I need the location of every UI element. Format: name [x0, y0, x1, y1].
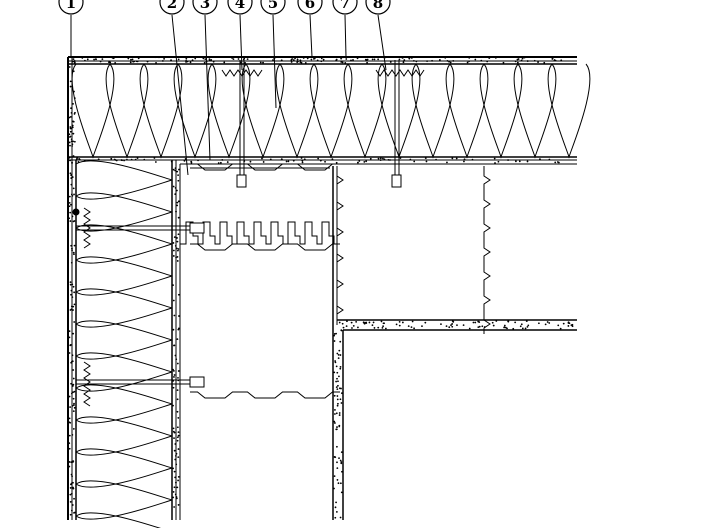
slotted-channel-profile [180, 221, 335, 245]
callout-leaders [70, 14, 387, 176]
callout-6: 6 [297, 0, 323, 15]
leader-5 [272, 14, 277, 109]
callout-4-label: 4 [235, 0, 245, 12]
callout-2: 2 [159, 0, 185, 15]
wall-hatching [68, 59, 180, 516]
deck-profile-middle [190, 243, 340, 251]
column-web-zigzag [336, 166, 344, 322]
structure [180, 163, 577, 520]
callout-2-label: 2 [167, 0, 177, 12]
callout-5-label: 5 [268, 0, 278, 12]
deck-profile-bottom [190, 391, 340, 399]
callout-markers: 1 2 3 4 5 6 7 8 [58, 0, 391, 15]
wall-fastener-b [76, 361, 205, 407]
leader-2 [171, 14, 189, 176]
slab-hatching [333, 320, 574, 519]
roof-fastener-b [375, 60, 425, 188]
wall-assembly [67, 57, 181, 528]
fasteners [72, 60, 425, 407]
callout-1-label: 1 [66, 0, 76, 12]
deck-profile-top [190, 163, 340, 171]
leader-3 [204, 14, 211, 161]
callout-4: 4 [227, 0, 253, 15]
callout-6-label: 6 [305, 0, 315, 12]
callout-8-label: 8 [373, 0, 383, 12]
wall-fixing-point [72, 208, 80, 216]
callout-7-label: 7 [340, 0, 350, 12]
roof-fastener-a [221, 60, 263, 188]
beam-web-zigzag [483, 166, 491, 334]
roof-assembly [68, 56, 591, 165]
callout-5: 5 [260, 0, 286, 15]
callout-3: 3 [192, 0, 218, 15]
callout-1: 1 [58, 0, 84, 15]
leader-8 [377, 14, 387, 71]
callout-8: 8 [365, 0, 391, 15]
wall-insulation-pattern [75, 160, 173, 528]
leader-7 [344, 14, 347, 58]
wall-fastener-a [76, 207, 205, 249]
callout-3-label: 3 [200, 0, 210, 12]
callout-7: 7 [332, 0, 358, 15]
leader-6 [309, 14, 313, 58]
roof-insulation-pattern [71, 63, 591, 159]
leader-4 [239, 14, 243, 71]
